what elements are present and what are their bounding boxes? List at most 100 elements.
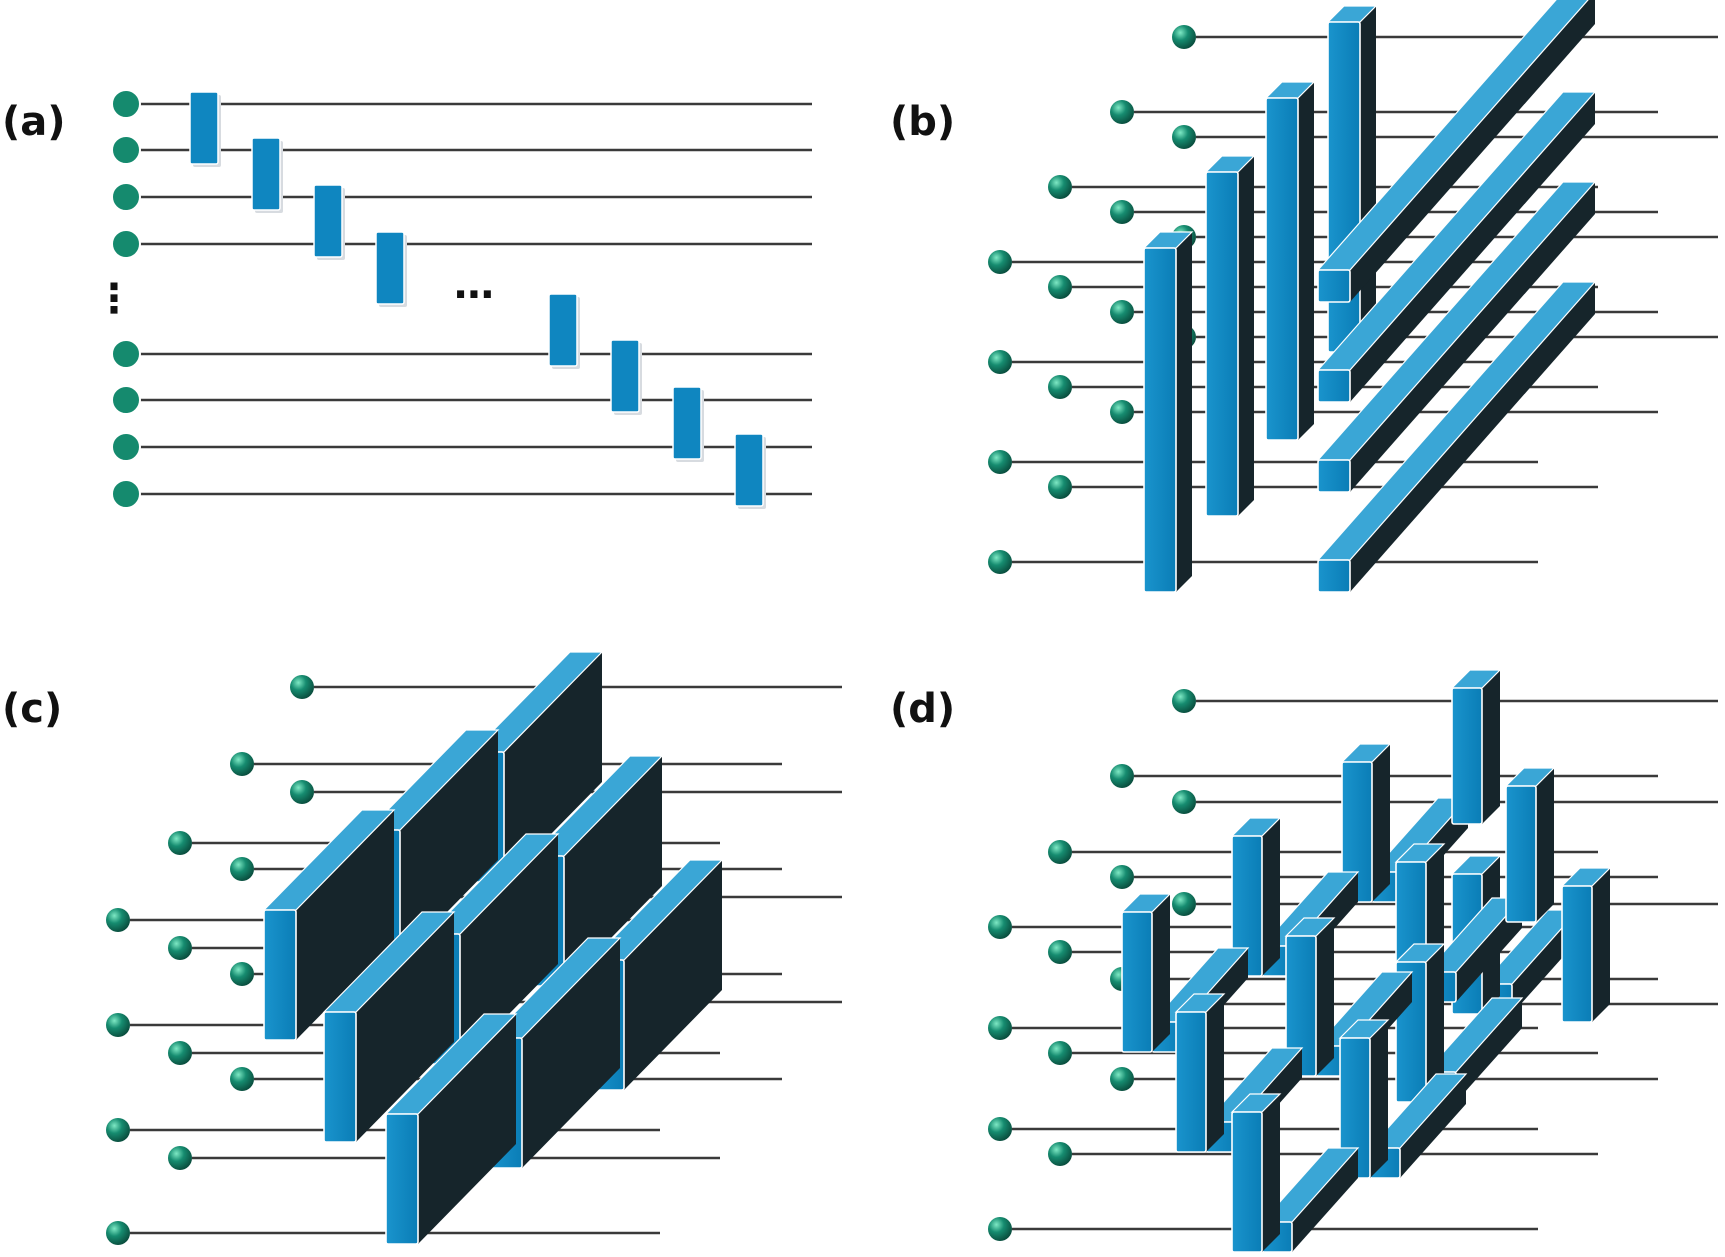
- gate-front-face: [672, 386, 702, 460]
- gate-side-face: [1152, 894, 1170, 1052]
- l-gate-post: [1338, 1019, 1390, 1179]
- qubit-node: [106, 1221, 130, 1245]
- gate-side-face: [1176, 232, 1192, 592]
- qubit-node: [111, 432, 141, 462]
- diagonal-gate: [1316, 281, 1597, 593]
- l-gate-post: [1284, 917, 1336, 1077]
- qubit-node: [988, 1016, 1012, 1040]
- gate-side-face: [1482, 670, 1500, 824]
- qubit-node: [111, 385, 141, 415]
- gate-front-face: [385, 1113, 419, 1245]
- qubit-node: [1110, 400, 1134, 424]
- gate-side-face: [1292, 1148, 1358, 1252]
- gate-side-face: [624, 860, 722, 1090]
- gate-side-face: [1262, 1094, 1280, 1252]
- qubit-node: [111, 479, 141, 509]
- gate-front-face: [1317, 459, 1351, 493]
- panel-a-linear-circuit: [111, 89, 812, 509]
- gate-front-face: [1143, 247, 1177, 593]
- gate-side-face: [522, 938, 620, 1168]
- qubit-node: [1110, 100, 1134, 124]
- qubit-node: [168, 1041, 192, 1065]
- gate-side-face: [1456, 898, 1522, 1002]
- gate-side-face: [564, 756, 662, 986]
- gate-side-face: [1370, 1020, 1388, 1178]
- qubit-node: [168, 936, 192, 960]
- qubit-node: [1172, 790, 1196, 814]
- qubit-node: [230, 1067, 254, 1091]
- l-gate-post: [1230, 817, 1282, 977]
- qubit-node: [1048, 940, 1072, 964]
- row-ellipsis: ⋮: [94, 276, 134, 322]
- gate-front-face: [610, 339, 640, 413]
- qubit-node: [1110, 300, 1134, 324]
- qubit-node: [988, 350, 1012, 374]
- gate-side-face: [400, 730, 498, 960]
- l-shaped-gate: [1120, 893, 1250, 1053]
- qubit-node: [1110, 764, 1134, 788]
- l-shaped-gate: [1230, 1093, 1360, 1253]
- gate-side-face: [1372, 744, 1390, 902]
- planar-gate: [322, 911, 456, 1143]
- diagonal-gate: [1316, 181, 1597, 493]
- gate-front-face: [323, 1011, 357, 1143]
- qubit-node: [111, 229, 141, 259]
- gate-front-face: [1505, 785, 1537, 923]
- gate-front-face: [548, 293, 578, 367]
- qubit-node: [168, 831, 192, 855]
- qubit-node: [106, 908, 130, 932]
- planar-gate: [384, 1013, 518, 1245]
- qubit-node: [230, 857, 254, 881]
- l-shaped-gate: [1284, 917, 1414, 1077]
- qubit-node: [1172, 892, 1196, 916]
- qubit-node: [988, 550, 1012, 574]
- qubit-node: [111, 182, 141, 212]
- gate-front-face: [1317, 269, 1351, 303]
- panel-label-d: (d): [890, 686, 955, 732]
- qubit-node: [230, 752, 254, 776]
- gate-block: [610, 339, 642, 415]
- qubit-node: [988, 1217, 1012, 1241]
- panel-d-3d-circuit: [988, 669, 1718, 1253]
- gate-block: [251, 137, 283, 213]
- gate-front-face: [734, 433, 764, 507]
- qubit-node: [111, 135, 141, 165]
- vertical-gate: [1264, 81, 1316, 441]
- gate-side-face: [460, 834, 558, 1064]
- gate-side-face: [1350, 182, 1595, 492]
- qubit-node: [988, 915, 1012, 939]
- vertical-gate: [1204, 155, 1256, 517]
- gate-front-face: [1121, 911, 1153, 1053]
- gate-block: [672, 386, 704, 462]
- qubit-node: [1110, 1067, 1134, 1091]
- gate-side-face: [504, 652, 602, 882]
- gate-front-face: [1231, 1111, 1263, 1253]
- gate-front-face: [1317, 369, 1351, 403]
- diagonal-gate: [1316, 91, 1597, 403]
- gate-side-face: [296, 810, 394, 1040]
- gate-side-face: [1238, 156, 1254, 516]
- gate-side-face: [1316, 918, 1334, 1076]
- vertical-gate: [1450, 669, 1502, 825]
- qubit-node: [988, 450, 1012, 474]
- gate-front-face: [1205, 171, 1239, 517]
- gate-block: [189, 91, 221, 167]
- gate-ellipsis: ⋯: [454, 272, 494, 318]
- qubit-node: [168, 1146, 192, 1170]
- gate-front-face: [1175, 1011, 1207, 1153]
- gate-front-face: [1561, 885, 1593, 1023]
- gate-front-face: [189, 91, 219, 165]
- qubit-node: [290, 780, 314, 804]
- gate-front-face: [313, 184, 343, 258]
- gate-side-face: [1592, 868, 1610, 1022]
- gate-front-face: [375, 231, 405, 305]
- qubit-node: [1048, 840, 1072, 864]
- gate-side-face: [1350, 282, 1595, 592]
- vertical-gate: [1560, 867, 1612, 1023]
- qubit-node: [1110, 865, 1134, 889]
- qubit-node: [106, 1013, 130, 1037]
- diagonal-gate: [1316, 0, 1595, 303]
- gate-side-face: [1350, 92, 1595, 402]
- l-shaped-gate: [1230, 817, 1360, 977]
- gate-side-face: [1536, 768, 1554, 922]
